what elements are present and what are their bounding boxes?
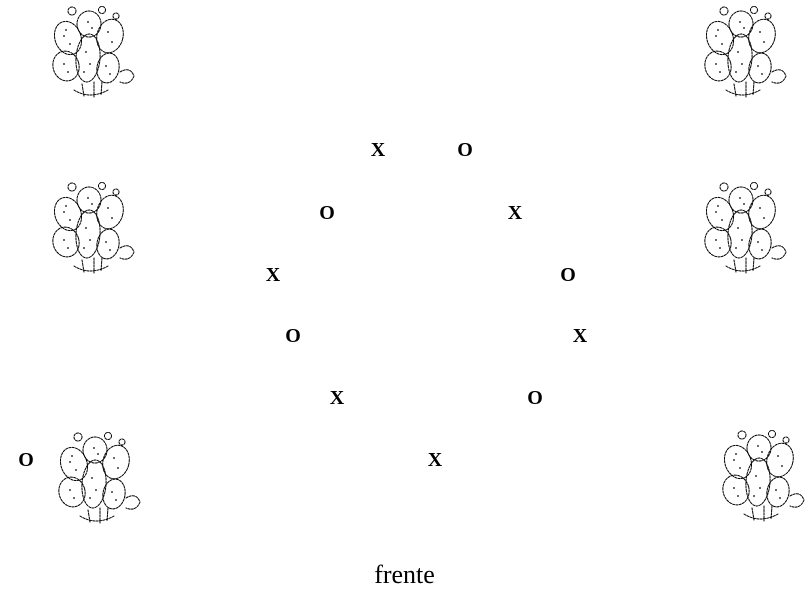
dancer-marker: X — [329, 387, 345, 409]
prickly-pear-cactus-icon — [44, 2, 136, 102]
prickly-pear-cactus-icon — [44, 178, 136, 278]
prickly-pear-cactus-icon — [714, 426, 806, 526]
dancer-marker: O — [18, 449, 34, 471]
dancer-marker: X — [572, 325, 588, 347]
dancer-marker: X — [265, 264, 281, 286]
dancer-marker: X — [507, 202, 523, 224]
dancer-marker: O — [560, 264, 576, 286]
prickly-pear-cactus-icon — [696, 178, 788, 278]
dancer-marker: O — [527, 387, 543, 409]
dancer-marker: X — [427, 449, 443, 471]
prickly-pear-cactus-icon — [696, 2, 788, 102]
dancer-marker: X — [370, 139, 386, 161]
dancer-marker: O — [285, 325, 301, 347]
stage-front-caption: frente — [374, 560, 435, 589]
dancer-marker: O — [319, 202, 335, 224]
dancer-marker: O — [457, 139, 473, 161]
prickly-pear-cactus-icon — [50, 428, 142, 528]
